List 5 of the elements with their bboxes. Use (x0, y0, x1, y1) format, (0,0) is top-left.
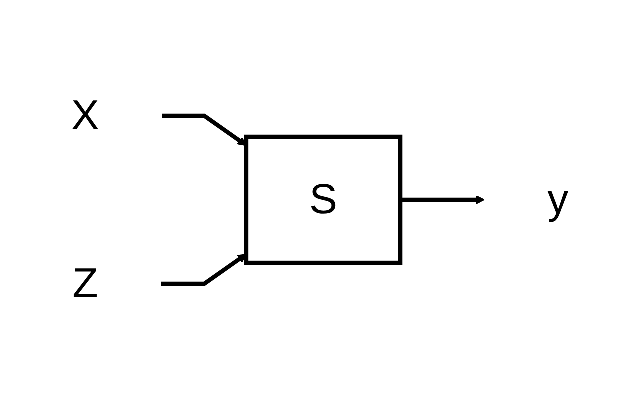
node-text: Z (72, 260, 98, 308)
node-text: X (71, 92, 100, 140)
node-text: y (548, 176, 569, 224)
arrow (400, 195, 485, 205)
node-box: S (244, 134, 403, 266)
